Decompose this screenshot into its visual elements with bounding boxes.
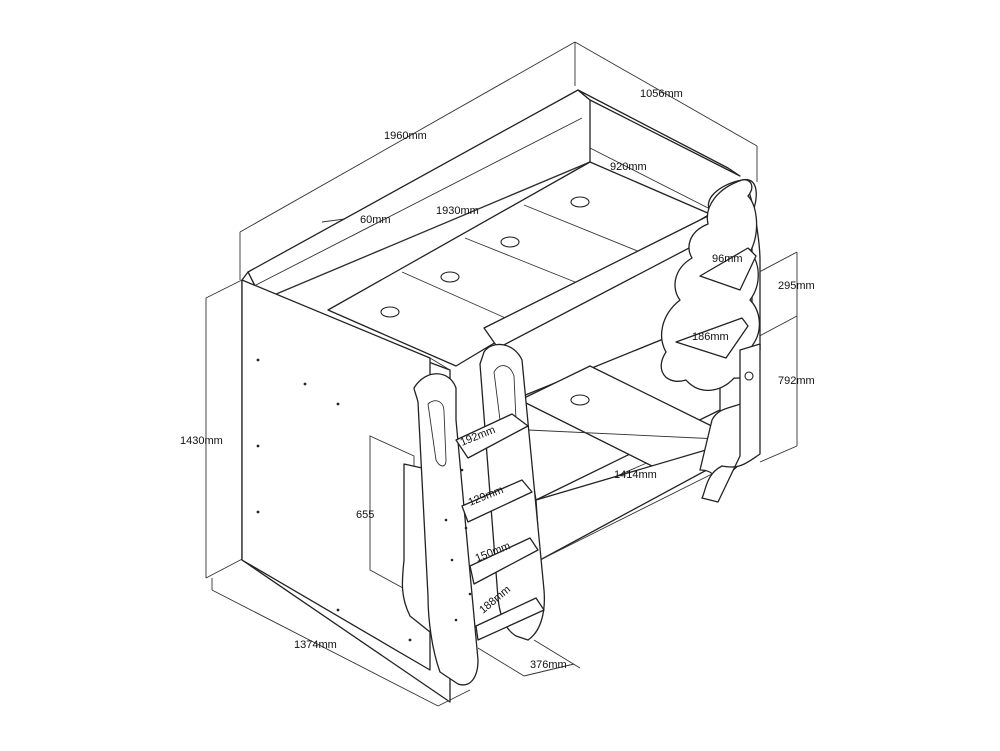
ladder-step-3 xyxy=(469,537,539,585)
label-side-opening-height: 655 xyxy=(356,509,374,521)
label-shelf-depth-top: 96mm xyxy=(712,253,743,265)
label-overall-width: 1056mm xyxy=(640,88,683,100)
knob-icon xyxy=(744,371,754,381)
label-bottom-opening-length: 1414mm xyxy=(614,469,657,481)
label-overall-length: 1960mm xyxy=(384,130,427,142)
top-shelf xyxy=(699,247,757,291)
slat-hole-icon xyxy=(380,306,400,318)
label-inner-width: 920mm xyxy=(610,161,647,173)
slat-hole-icon xyxy=(570,394,590,406)
ladder-step-4 xyxy=(475,597,545,641)
ladder-step-2 xyxy=(461,479,533,523)
label-inner-length: 1930mm xyxy=(436,205,479,217)
ladder-step-1 xyxy=(455,413,529,459)
ladder xyxy=(401,343,546,686)
slat-hole-icon xyxy=(500,236,520,248)
label-lower-height: 792mm xyxy=(778,375,815,387)
bottom-shelf xyxy=(675,317,749,359)
label-overall-height: 1430mm xyxy=(180,435,223,447)
label-shelf-depth-bottom: 186mm xyxy=(692,331,729,343)
label-ladder-width: 376mm xyxy=(530,659,567,671)
right-end-panel xyxy=(660,179,761,503)
slat-hole-icon xyxy=(570,196,590,208)
left-end-panel xyxy=(241,271,451,703)
label-end-depth: 1374mm xyxy=(294,639,337,651)
label-upper-gap: 295mm xyxy=(778,280,815,292)
slat-hole-icon xyxy=(440,271,460,283)
label-guard-rail-height: 60mm xyxy=(360,214,391,226)
